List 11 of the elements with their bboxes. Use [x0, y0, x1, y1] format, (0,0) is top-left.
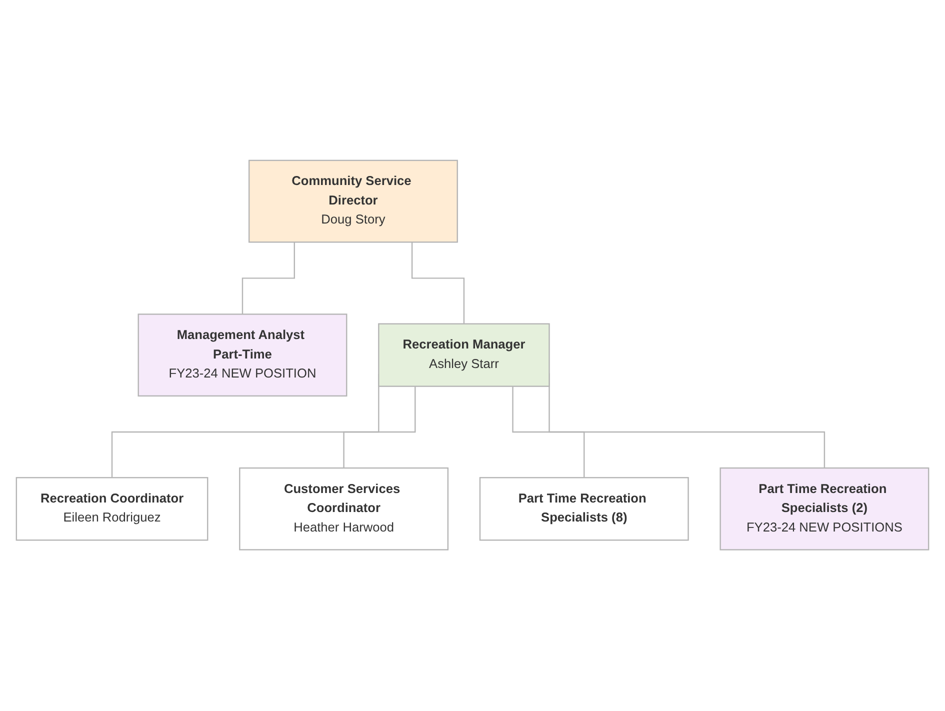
connector [242, 242, 295, 316]
connector [343, 386, 416, 470]
node-box: Management Analyst Part-Time FY23-24 NEW POSITION [138, 314, 348, 397]
node-box: Recreation Coordinator Eileen Rodriguez [16, 477, 208, 542]
connector [411, 242, 465, 325]
node-box: Community Service Director Doug Story [248, 160, 458, 244]
node-box: Part Time Recreation Specialists (8) [479, 477, 689, 542]
node-box: Customer Services Coordinator Heather Harwood [239, 468, 449, 551]
node-box: Recreation Manager Ashley Starr [378, 324, 550, 388]
node-box: Part Time Recreation Specialists (2) FY23-24 NEW POSITIONS [720, 468, 930, 551]
connector [512, 386, 585, 479]
